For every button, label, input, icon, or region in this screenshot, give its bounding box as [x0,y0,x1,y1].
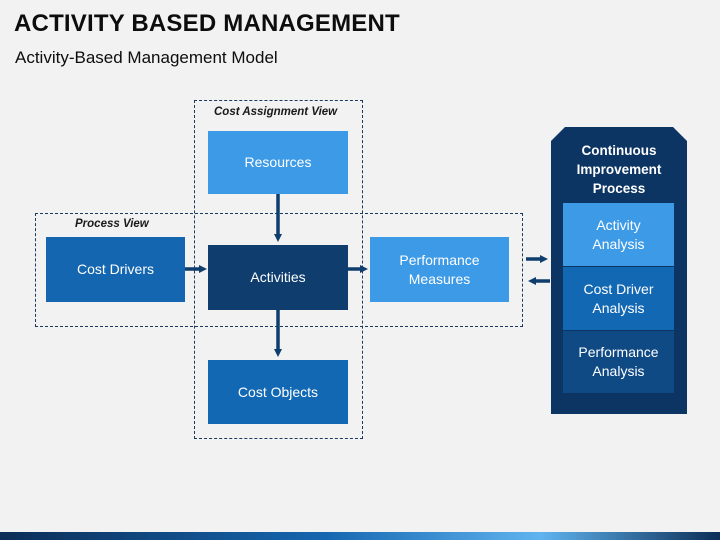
performance-analysis-box: Performance Analysis [563,331,674,393]
activities-box: Activities [208,245,348,310]
activity-analysis-box: Activity Analysis [563,203,674,266]
activities-label: Activities [250,269,306,285]
cost-assignment-view-label: Cost Assignment View [214,106,338,118]
cost-objects-label: Cost Objects [237,383,319,400]
resources-box: Resources [208,131,348,194]
resources-label: Resources [244,154,312,170]
cost-driver-analysis-box: Cost Driver Analysis [563,267,674,330]
bottom-accent-bar [0,532,720,540]
page-subtitle: Activity-Based Management Model [15,48,278,67]
performance-measures-box: Performance Measures [370,237,509,302]
cost-drivers-label: Cost Drivers [76,261,154,277]
process-view-label: Process View [75,218,149,230]
cost-objects-box: Cost Objects [208,360,348,424]
performance-measures-label-line1: Performance [399,251,480,268]
cost-drivers-box: Cost Drivers [46,237,185,302]
page-title: ACTIVITY BASED MANAGEMENT [14,10,400,37]
continuous-improvement-title: Continuous Improvement Process [576,143,662,196]
performance-measures-label-line2: Measures [408,270,471,287]
